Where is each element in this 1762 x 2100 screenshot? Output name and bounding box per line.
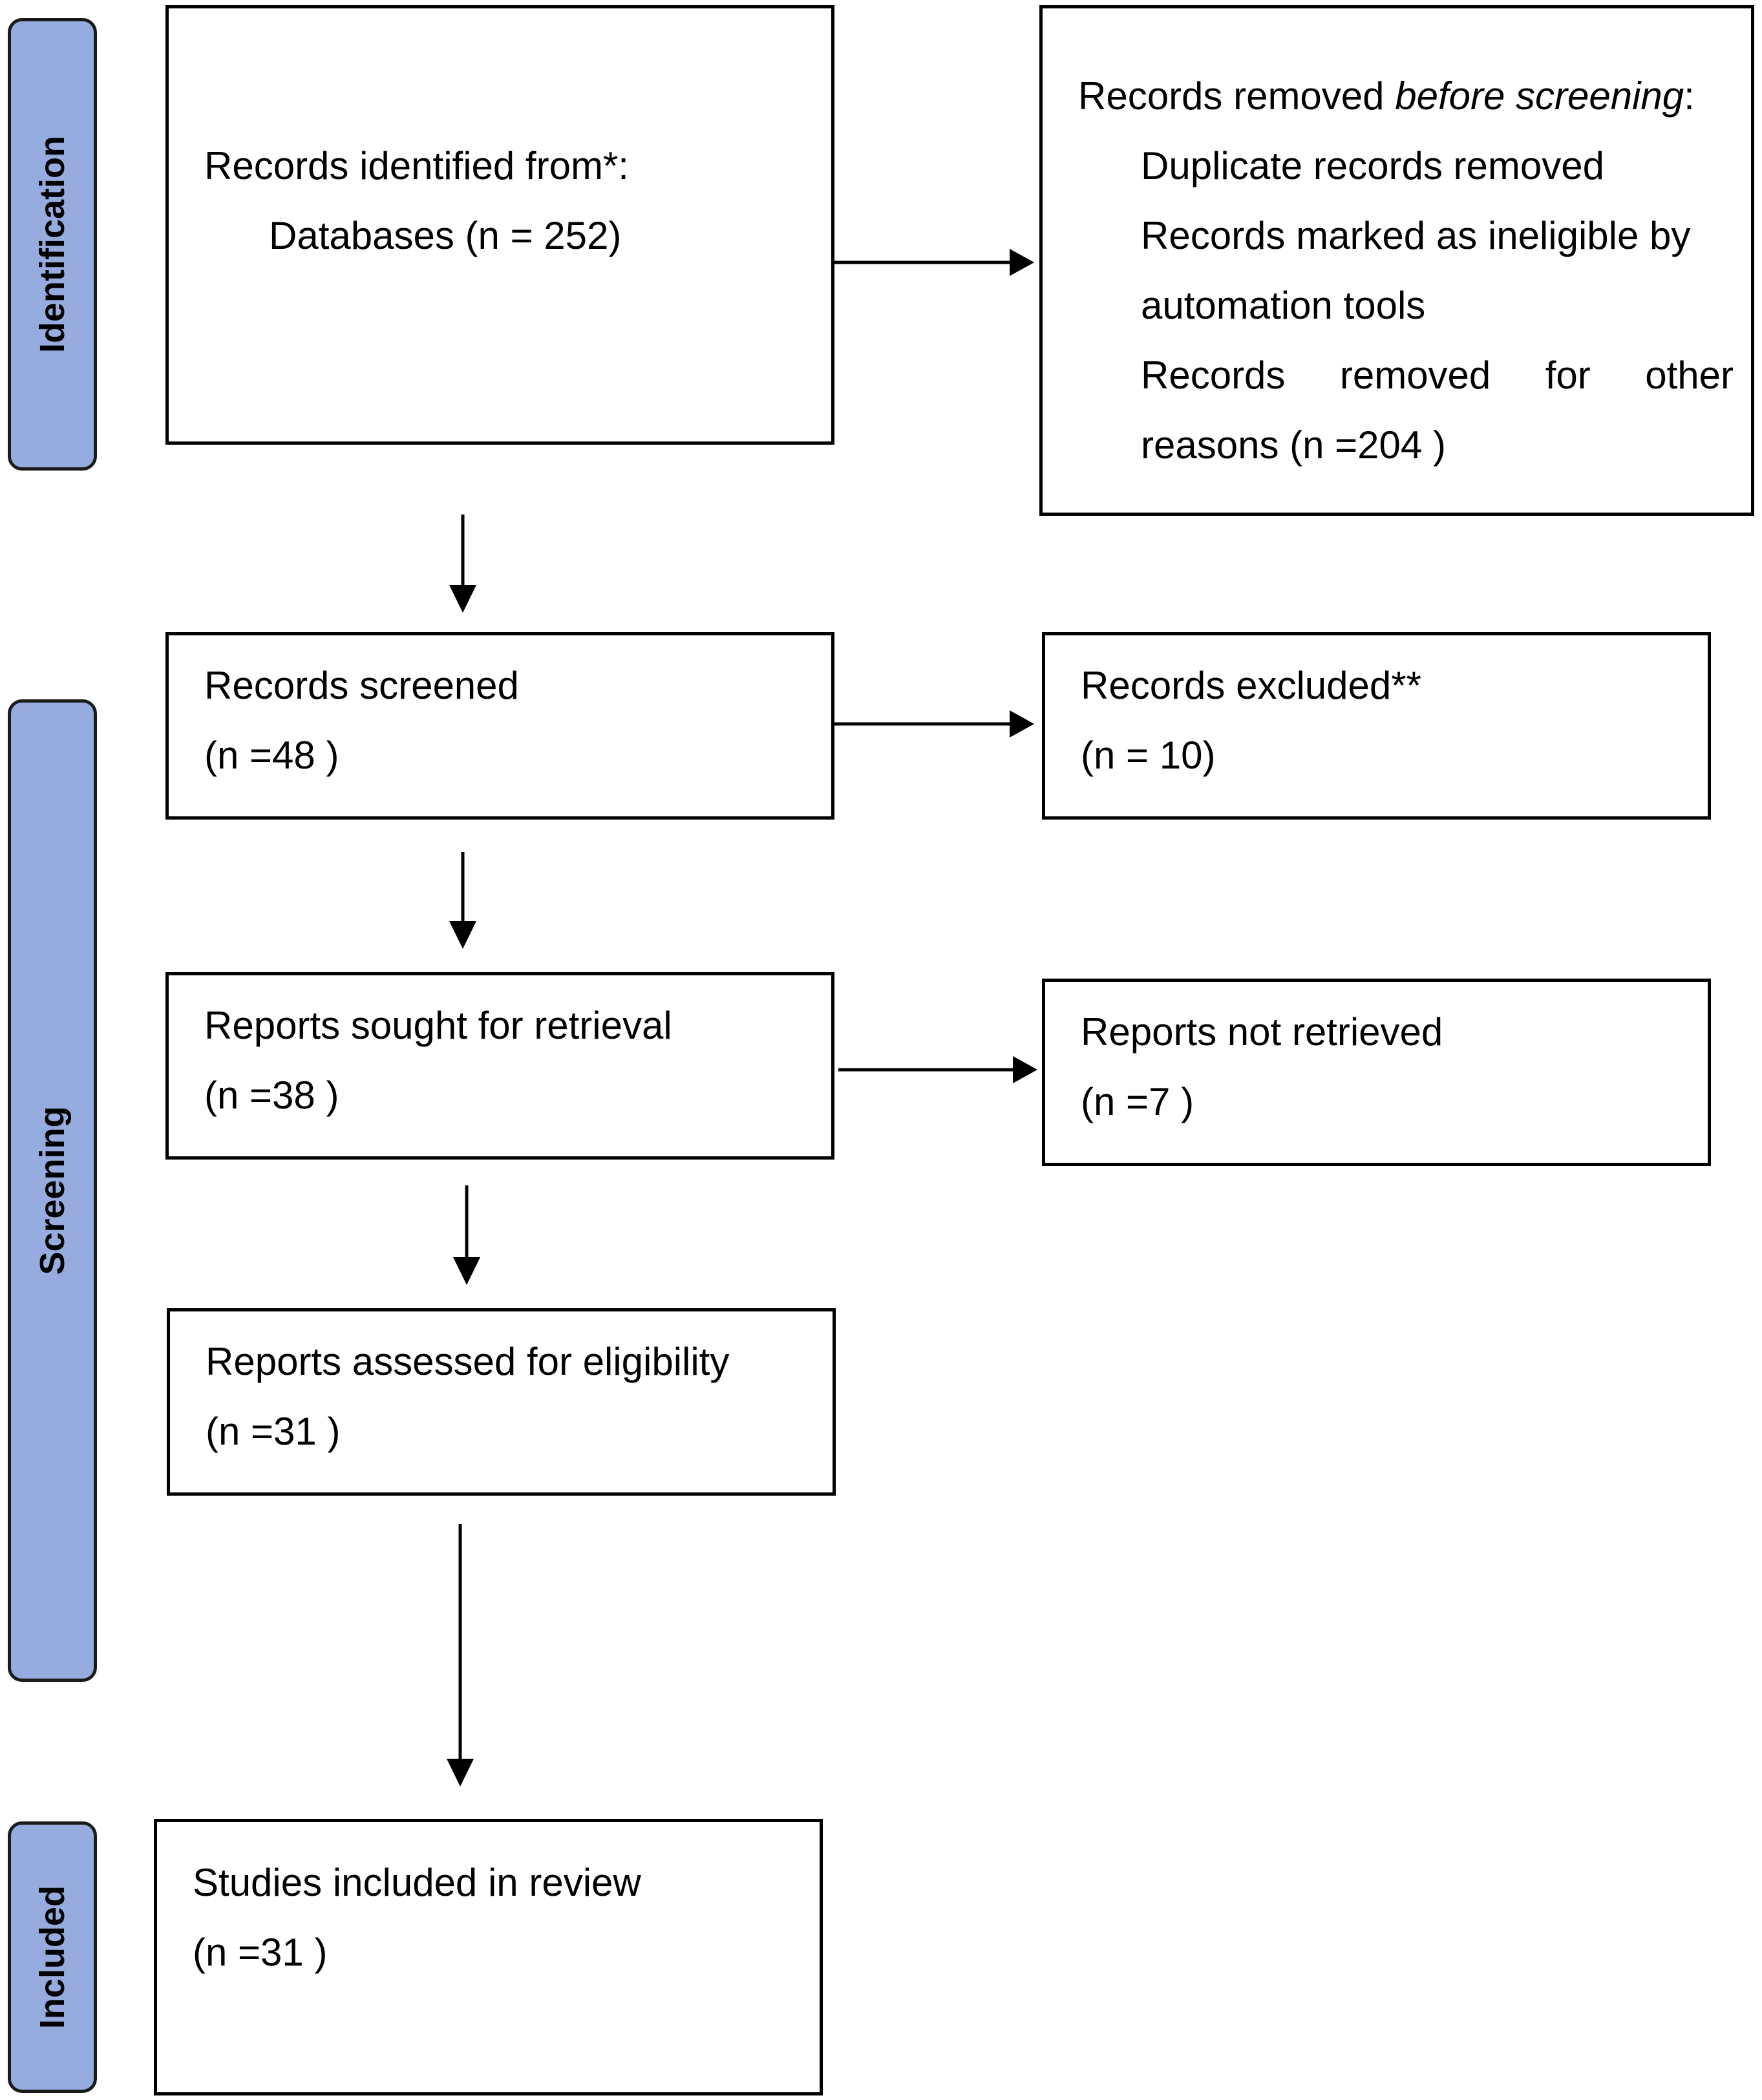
arrowhead-records-excluded	[1010, 710, 1034, 737]
ineligible-text-b: automation tools	[1141, 284, 1426, 327]
records-identified-box: Records identified from*: Databases (n =…	[165, 5, 834, 445]
studies-included-count: (n =31 )	[193, 1931, 328, 1974]
records-excluded-count: (n = 10)	[1081, 734, 1216, 777]
records-screened-title: Records screened	[204, 664, 519, 707]
arrowhead-reports-not-retrieved	[1013, 1056, 1037, 1083]
records-removed-box: Records removed before screening: Duplic…	[1039, 5, 1754, 516]
reports-not-retrieved-box: Reports not retrieved (n =7 )	[1042, 979, 1711, 1166]
arrowhead-studies-included	[447, 1759, 474, 1787]
studies-included-box: Studies included in review (n =31 )	[154, 1819, 823, 2095]
records-screened-count: (n =48 )	[204, 734, 339, 777]
duplicates-removed-text: Duplicate records removed	[1141, 144, 1604, 187]
records-removed-title: Records removed before screening:	[1078, 74, 1695, 118]
reports-sought-box: Reports sought for retrieval (n =38 )	[165, 972, 834, 1160]
reports-assessed-count: (n =31 )	[206, 1410, 341, 1453]
phase-identification: Identification	[8, 18, 97, 471]
arrowhead-records-screened	[449, 585, 476, 613]
ineligible-text-a: Records marked as ineligible by	[1141, 214, 1691, 257]
arrowhead-reports-assessed	[453, 1257, 480, 1285]
phase-screening: Screening	[8, 699, 97, 1682]
arrowhead-records-removed	[1010, 249, 1034, 276]
reports-not-retrieved-count: (n =7 )	[1081, 1080, 1194, 1123]
reports-assessed-title: Reports assessed for eligibility	[206, 1340, 730, 1383]
reports-sought-count: (n =38 )	[204, 1074, 339, 1117]
records-identified-title: Records identified from*:	[204, 144, 629, 187]
records-excluded-title: Records excluded**	[1081, 664, 1421, 707]
reports-not-retrieved-title: Reports not retrieved	[1081, 1010, 1443, 1054]
records-screened-box: Records screened (n =48 )	[165, 632, 834, 820]
other-reasons-text-a: Records removed for other	[1141, 354, 1734, 397]
arrowhead-reports-sought	[449, 921, 476, 949]
reports-assessed-box: Reports assessed for eligibility (n =31 …	[167, 1308, 836, 1496]
phase-included: Included	[8, 1821, 97, 2093]
other-reasons-text-b: reasons (n =204 )	[1141, 423, 1446, 467]
reports-sought-title: Reports sought for retrieval	[204, 1004, 672, 1047]
records-identified-databases: Databases (n = 252)	[269, 214, 622, 257]
studies-included-title: Studies included in review	[193, 1861, 641, 1904]
records-excluded-box: Records excluded** (n = 10)	[1042, 632, 1711, 820]
